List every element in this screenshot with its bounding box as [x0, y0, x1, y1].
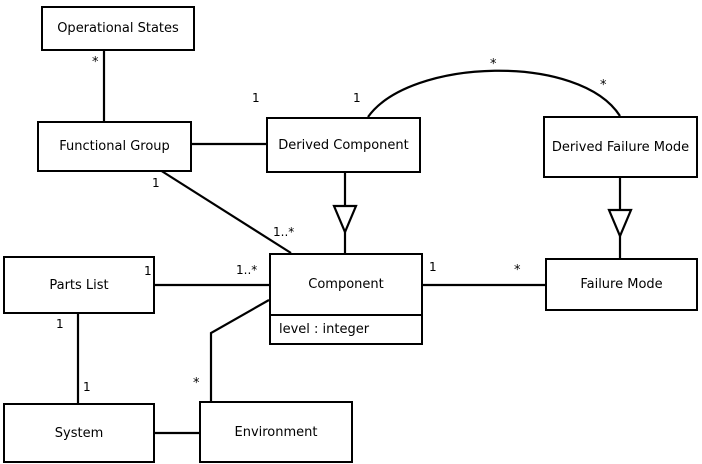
- multiplicity-parts-list-to-system-top: 1: [56, 317, 64, 331]
- class-name-parts-list: Parts List: [49, 277, 109, 293]
- multiplicity-parts-list-right: 1: [144, 264, 152, 278]
- class-name-component: Component: [308, 277, 384, 292]
- multiplicity-failure-mode-from-component: *: [514, 263, 521, 278]
- edge-functional-group--component: [159, 169, 292, 254]
- multiplicity-component-to-failure-mode: 1: [429, 260, 437, 274]
- class-box-functional-group[interactable]: Functional Group: [37, 121, 192, 172]
- multiplicity-functional-group-to-derived-component: 1: [252, 91, 260, 105]
- class-box-derived-failure-mode[interactable]: Derived Failure Mode: [543, 116, 698, 178]
- generalization-triangle-failure-mode-generalizes-derived-failure-mode: [607, 208, 633, 239]
- multiplicity-component-from-parts-list: 1..*: [236, 263, 258, 277]
- multiplicity-environment-to-component: *: [193, 376, 200, 391]
- association-lines: [76, 51, 622, 435]
- class-name-failure-mode: Failure Mode: [580, 277, 663, 292]
- multiplicity-functional-group-to-component: 1: [152, 176, 160, 190]
- multiplicity-op-states-to-functional-group: *: [92, 55, 99, 70]
- class-box-environment[interactable]: Environment: [199, 401, 353, 463]
- class-box-parts-list[interactable]: Parts List: [3, 256, 155, 314]
- class-attribute-component-0: level : integer: [271, 314, 421, 343]
- class-name-system: System: [54, 425, 104, 441]
- multiplicity-derived-failure-mode-curve-end: *: [600, 78, 607, 93]
- multiplicity-curve-apex: *: [490, 57, 497, 72]
- edge-derived-component--derived-failure-mode: [367, 69, 621, 118]
- generalization-triangle-component-generalizes-derived-component: [332, 204, 358, 235]
- class-name-derived-component: Derived Component: [278, 137, 409, 153]
- class-name-functional-group: Functional Group: [59, 139, 170, 154]
- class-name-derived-failure-mode: Derived Failure Mode: [551, 139, 690, 155]
- class-name-operational-states: Operational States: [57, 21, 179, 36]
- generalization-arrows: [332, 204, 633, 239]
- class-name-environment: Environment: [234, 424, 318, 440]
- class-box-component[interactable]: Component level : integer: [269, 253, 423, 345]
- class-box-operational-states[interactable]: Operational States: [41, 6, 195, 51]
- class-box-derived-component[interactable]: Derived Component: [266, 117, 421, 173]
- class-box-system[interactable]: System: [3, 403, 155, 463]
- multiplicity-derived-component-curve-start: 1: [353, 91, 361, 105]
- edge-environment--component: [209, 299, 270, 401]
- multiplicity-component-from-functional-group: 1..*: [273, 225, 295, 239]
- class-box-failure-mode[interactable]: Failure Mode: [545, 258, 698, 311]
- multiplicity-system-from-parts-list: 1: [83, 380, 91, 394]
